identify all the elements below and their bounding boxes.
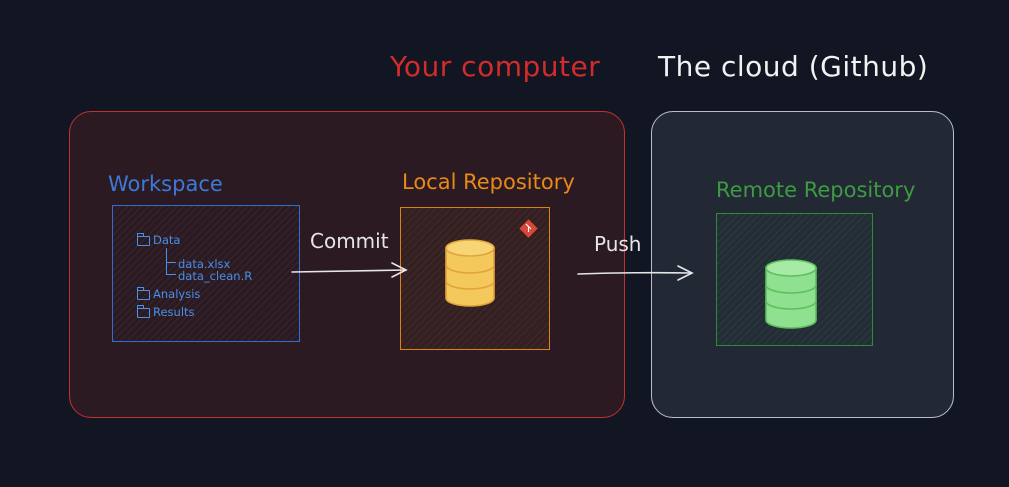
git-icon: [519, 219, 538, 238]
tree-item-results[interactable]: Results: [137, 304, 195, 319]
database-icon: [765, 259, 817, 329]
tree-item-file[interactable]: data.xlsx: [178, 257, 231, 271]
local-repository-title: Local Repository: [402, 170, 575, 194]
folder-icon: [137, 286, 150, 300]
commit-arrow: [291, 262, 408, 278]
remote-repository-title: Remote Repository: [716, 178, 916, 202]
tree-connector: [166, 248, 167, 274]
tree-connector: [166, 262, 176, 263]
push-label: Push: [594, 232, 642, 256]
your-computer-heading: Your computer: [390, 50, 601, 83]
cloud-heading: The cloud (Github): [658, 50, 929, 83]
tree-item-data[interactable]: Data: [137, 232, 181, 247]
tree-item-label: Data: [153, 233, 181, 247]
workspace-title: Workspace: [108, 172, 223, 196]
tree-item-file[interactable]: data_clean.R: [178, 269, 253, 283]
tree-connector: [166, 274, 176, 275]
tree-item-analysis[interactable]: Analysis: [137, 286, 201, 301]
folder-icon: [137, 304, 150, 318]
commit-label: Commit: [310, 229, 389, 253]
tree-item-label: Analysis: [153, 287, 201, 301]
database-icon: [445, 239, 495, 307]
workspace-box[interactable]: [112, 205, 300, 342]
tree-item-label: Results: [153, 305, 195, 319]
push-arrow: [577, 265, 694, 281]
your-computer-region: [69, 111, 625, 418]
folder-icon: [137, 232, 150, 246]
